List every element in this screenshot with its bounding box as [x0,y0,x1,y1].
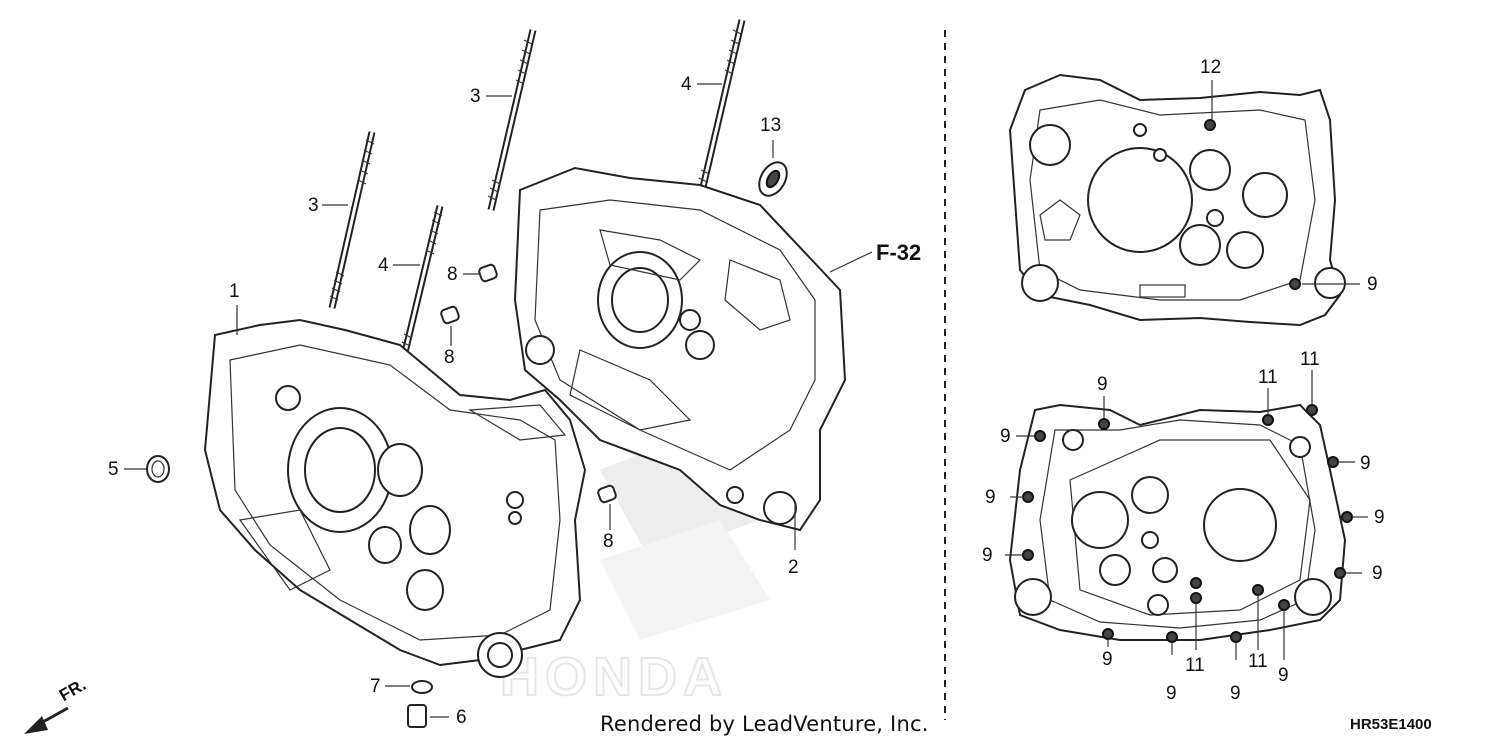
callout-6: 6 [456,707,467,728]
callout-9-top: 9 [1367,274,1378,295]
oil-seal-5 [146,455,170,483]
callout-4b: 4 [681,74,692,95]
callout-3b: 3 [470,86,481,107]
dowel-pin-8-a [478,263,498,283]
callout-2: 2 [788,557,799,578]
callout-9-b3: 9 [985,487,996,508]
drain-bolt-6 [407,704,427,728]
callout-9-b5: 9 [1360,453,1371,474]
crankcase-gasket-bottom-view [1008,403,1353,643]
reference-label-f32[interactable]: F-32 [876,240,922,265]
callout-9-b7: 9 [1372,563,1383,584]
diagram-code: HR53E1400 [1350,716,1432,733]
crankcase-gasket-top-view [1008,73,1346,327]
dowel-pin-8-c [597,484,617,504]
callout-9-b11: 9 [1278,665,1289,686]
callout-9-b6: 9 [1374,507,1385,528]
right-crankcase-half [513,166,847,532]
callout-1: 1 [229,281,240,302]
callout-9-b10: 9 [1230,683,1241,704]
watermark-text: HONDA [500,647,728,707]
small-parts [146,161,788,728]
callout-5: 5 [108,459,119,480]
callout-11a: 11 [1258,367,1278,388]
front-direction-arrow [24,706,69,734]
render-credit: Rendered by LeadVenture, Inc. [600,712,929,736]
callout-8b: 8 [444,347,455,368]
callout-11b: 11 [1185,655,1205,676]
callout-9-b4: 9 [982,545,993,566]
callout-9-b8: 9 [1102,649,1113,670]
callout-9-b2: 9 [1000,426,1011,447]
callout-10: 11 [1300,349,1320,370]
stud-bolts [328,19,746,366]
leader-lines [124,80,1368,718]
callout-9-b1: 9 [1097,374,1108,395]
callout-3a: 3 [308,195,319,216]
callout-8a: 8 [447,264,458,285]
callout-9-b9: 9 [1166,683,1177,704]
left-crankcase-half [203,318,587,678]
callout-7: 7 [370,676,381,697]
callout-4a: 4 [378,255,389,276]
callout-13: 13 [760,115,782,136]
callout-12: 12 [1200,57,1222,78]
dowel-pin-8-b [440,305,460,325]
callout-11c: 11 [1248,651,1268,672]
washer-7 [411,680,433,694]
callout-8c: 8 [603,531,614,552]
